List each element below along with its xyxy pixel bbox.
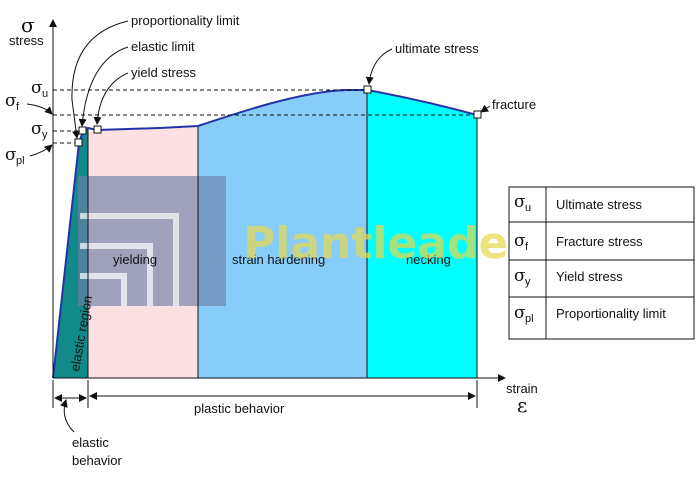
marker-yield-stress xyxy=(93,125,102,134)
svg-text:σ: σ xyxy=(5,145,17,165)
tick-sigma-pl: σ pl xyxy=(5,145,25,167)
label-strain-hardening: strain hardening xyxy=(232,252,325,267)
leader-elastic-limit xyxy=(78,46,129,127)
label-elastic-behavior-2: behavior xyxy=(72,453,123,468)
svg-text:y: y xyxy=(525,276,531,288)
svg-text:u: u xyxy=(42,88,48,100)
label-elastic-behavior-1: elastic xyxy=(72,435,109,450)
stress-strain-curve xyxy=(52,89,478,379)
tick-sigma-f: σ f xyxy=(5,91,20,113)
svg-text:Fracture stress: Fracture stress xyxy=(556,234,643,249)
svg-text:y: y xyxy=(42,129,48,141)
svg-text:σ: σ xyxy=(31,78,43,98)
strain-hardening-region xyxy=(198,90,367,378)
leader-proportionality-limit xyxy=(71,20,129,139)
svg-text:Yield stress: Yield stress xyxy=(556,269,623,284)
leader-fracture xyxy=(480,104,491,113)
svg-text:Proportionality limit: Proportionality limit xyxy=(556,306,666,321)
leader-ultimate-stress xyxy=(365,48,393,85)
marker-fracture xyxy=(473,110,482,119)
svg-text:f: f xyxy=(525,241,529,253)
svg-text:σ: σ xyxy=(31,119,43,139)
svg-text:σ: σ xyxy=(514,303,526,323)
svg-text:σ: σ xyxy=(514,231,526,251)
tick-sigma-y: σ y xyxy=(31,119,48,141)
legend-row-ultimate: σ u Ultimate stress xyxy=(514,192,642,214)
label-necking: necking xyxy=(406,252,451,267)
legend-row-yield: σ y Yield stress xyxy=(514,266,623,288)
svg-text:σ: σ xyxy=(5,91,17,111)
callout-elastic-limit: elastic limit xyxy=(131,39,195,54)
sigma-pl-pointer xyxy=(29,144,53,157)
legend-table xyxy=(508,186,695,340)
legend-row-fracture: σ f Fracture stress xyxy=(514,231,643,253)
y-axis-label: stress xyxy=(9,33,44,48)
svg-text:f: f xyxy=(16,101,20,113)
marker-elastic-limit xyxy=(78,126,87,135)
tick-sigma-u: σ u xyxy=(31,78,48,100)
leader-yield-stress xyxy=(93,72,129,125)
marker-ultimate-stress xyxy=(363,85,372,94)
legend-row-proportionality: σ pl Proportionality limit xyxy=(514,303,666,325)
callout-ultimate-stress: ultimate stress xyxy=(395,41,479,56)
y-axis-symbol: σ xyxy=(21,13,35,37)
label-plastic-behavior: plastic behavior xyxy=(194,401,285,416)
callout-fracture: fracture xyxy=(492,97,536,112)
svg-text:pl: pl xyxy=(525,313,534,325)
watermark-logo xyxy=(80,213,179,306)
callout-yield-stress: yield stress xyxy=(131,65,197,80)
svg-text:Ultimate stress: Ultimate stress xyxy=(556,197,642,212)
svg-text:u: u xyxy=(525,202,531,214)
sigma-f-pointer xyxy=(26,103,53,115)
svg-text:σ: σ xyxy=(514,266,526,286)
x-axis-label: strain xyxy=(506,381,538,396)
svg-text:σ: σ xyxy=(514,192,526,212)
callout-proportionality-limit: proportionality limit xyxy=(131,13,240,28)
svg-text:pl: pl xyxy=(16,155,25,167)
elastic-behavior-leader xyxy=(59,399,75,433)
necking-region xyxy=(367,90,477,378)
label-yielding: yielding xyxy=(113,252,157,267)
marker-proportionality-limit xyxy=(74,138,83,147)
x-axis-symbol: ε xyxy=(517,393,527,417)
